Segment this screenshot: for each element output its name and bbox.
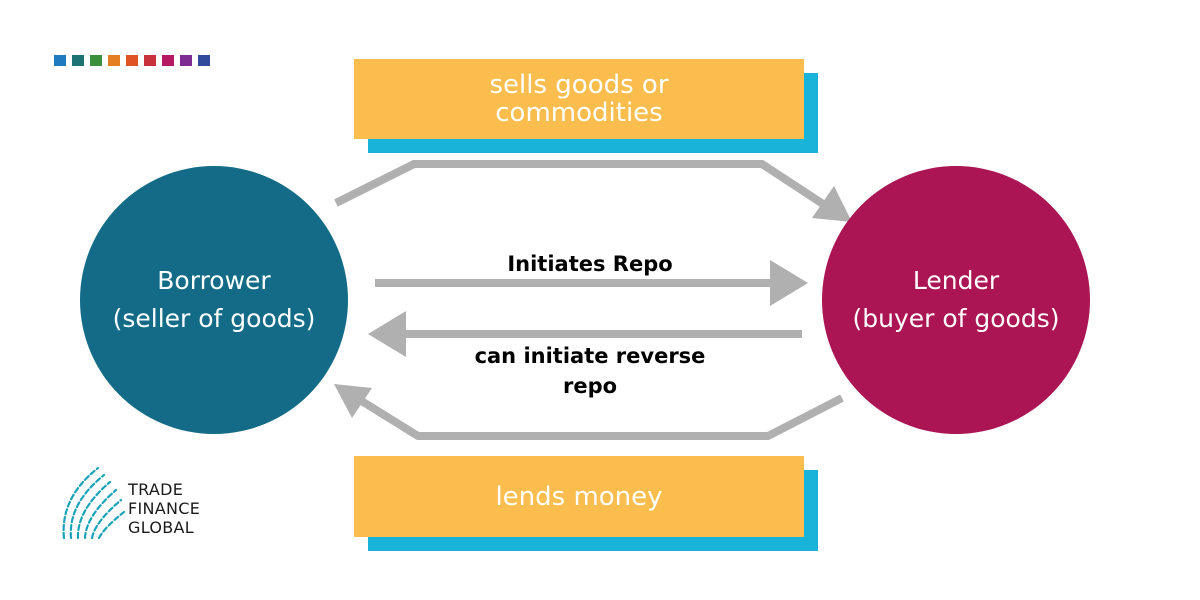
color-square: [126, 55, 138, 66]
logo-wordmark: TRADE FINANCE GLOBAL: [128, 480, 200, 537]
color-square: [54, 55, 66, 66]
bottom-flow-arrow: [334, 384, 844, 440]
color-square: [198, 55, 210, 66]
lender-circle: Lender (buyer of goods): [822, 166, 1090, 434]
borrower-title: Borrower: [157, 266, 271, 295]
reverse-repo-label: can initiate reverse repo: [440, 341, 740, 401]
logo-line2: FINANCE: [128, 499, 201, 518]
lends-money-text: lends money: [495, 481, 663, 512]
color-square: [162, 55, 174, 66]
color-square: [144, 55, 156, 66]
reverse-repo-arrow: [368, 311, 802, 357]
lends-money-label: lends money: [354, 456, 818, 551]
borrower-subtitle: (seller of goods): [112, 304, 316, 333]
initiates-repo-label: Initiates Repo: [507, 252, 673, 276]
color-square: [90, 55, 102, 66]
borrower-circle: Borrower (seller of goods): [80, 166, 348, 434]
lender-subtitle: (buyer of goods): [852, 304, 1060, 333]
color-squares-strip: [54, 55, 210, 66]
initiates-repo-arrow: [375, 260, 808, 306]
logo-line1: TRADE: [128, 480, 184, 499]
reverse-repo-line1: can initiate reverse: [474, 344, 706, 368]
label-face: lends money: [354, 456, 804, 537]
color-square: [108, 55, 120, 66]
trade-finance-global-logo: TRADE FINANCE GLOBAL: [58, 458, 238, 548]
label-face: sells goods or commodities: [354, 59, 804, 139]
reverse-repo-line2: repo: [562, 374, 618, 398]
color-square: [72, 55, 84, 66]
sells-goods-label: sells goods or commodities: [354, 59, 818, 153]
lender-title: Lender: [912, 266, 1000, 295]
logo-mark-icon: [62, 466, 126, 540]
color-square: [180, 55, 192, 66]
logo-line3: GLOBAL: [128, 518, 194, 537]
top-flow-arrow: [334, 160, 852, 222]
sells-goods-text: sells goods or commodities: [489, 70, 669, 128]
